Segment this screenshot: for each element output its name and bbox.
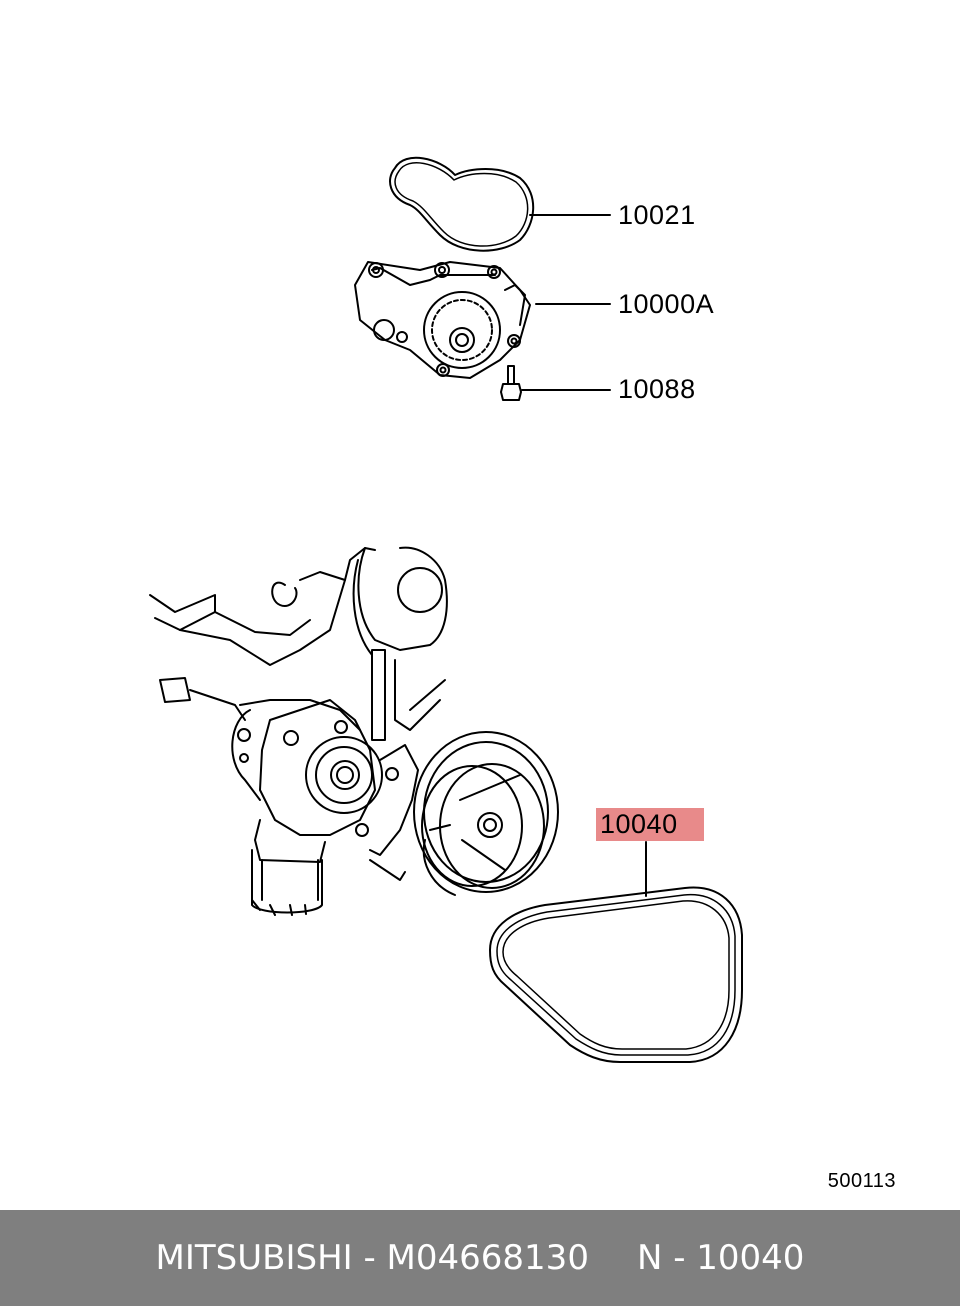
callout-bolt: 10088 [618, 374, 696, 404]
manufacturer-part-number: MITSUBISHI - M04668130 [155, 1238, 589, 1278]
engine-assembly-drawing [149, 546, 559, 916]
parts-diagram [149, 156, 743, 1063]
callout-water-pump: 10000A [618, 289, 715, 319]
bolt-drawing [500, 365, 611, 401]
water-pump-drawing [354, 261, 611, 379]
belt-drawing [489, 841, 743, 1063]
gasket-drawing [389, 156, 611, 252]
diagram-reference: N - 10040 [636, 1238, 805, 1278]
callout-belt-highlighted: 10040 [596, 808, 704, 841]
drawing-number: 500113 [827, 1170, 896, 1192]
callout-gasket: 10021 [618, 200, 696, 230]
part-info-footer: MITSUBISHI - M04668130 N - 10040 [0, 1210, 960, 1306]
